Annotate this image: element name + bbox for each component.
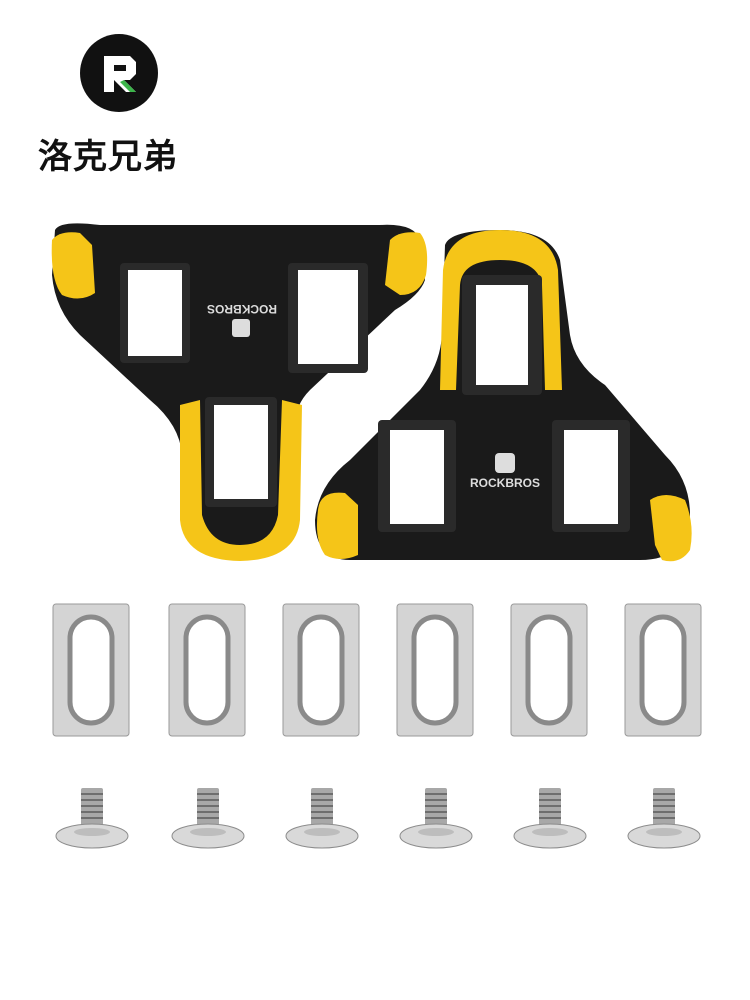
cleat-bolt-icon <box>285 788 359 849</box>
washer-plate <box>624 603 702 737</box>
right-cleat-brand-text: ROCKBROS <box>470 476 540 490</box>
cleat-bolt-icon <box>171 788 245 849</box>
washer-plate <box>396 603 474 737</box>
right-cleat: ROCKBROS <box>315 230 692 562</box>
washer-plate <box>510 603 588 737</box>
cleat-bolt-icon <box>627 788 701 849</box>
washer-plate <box>52 603 130 737</box>
brand-block: 洛克兄弟 <box>38 34 198 177</box>
washer-plate <box>282 603 360 737</box>
cleat-pair: ROCKBROS ROCKBROS <box>0 215 750 585</box>
cleat-bolt-icon <box>399 788 473 849</box>
washer-row <box>52 603 702 741</box>
left-cleat-brand-text: ROCKBROS <box>207 302 277 316</box>
cleat-bolt-icon <box>513 788 587 849</box>
rockbros-r-logo-icon <box>80 34 158 112</box>
cleat-bolt-icon <box>55 788 129 849</box>
bolt-row <box>52 786 702 856</box>
left-cleat: ROCKBROS <box>51 223 428 561</box>
washer-plate <box>168 603 246 737</box>
brand-name: 洛克兄弟 <box>38 137 178 177</box>
